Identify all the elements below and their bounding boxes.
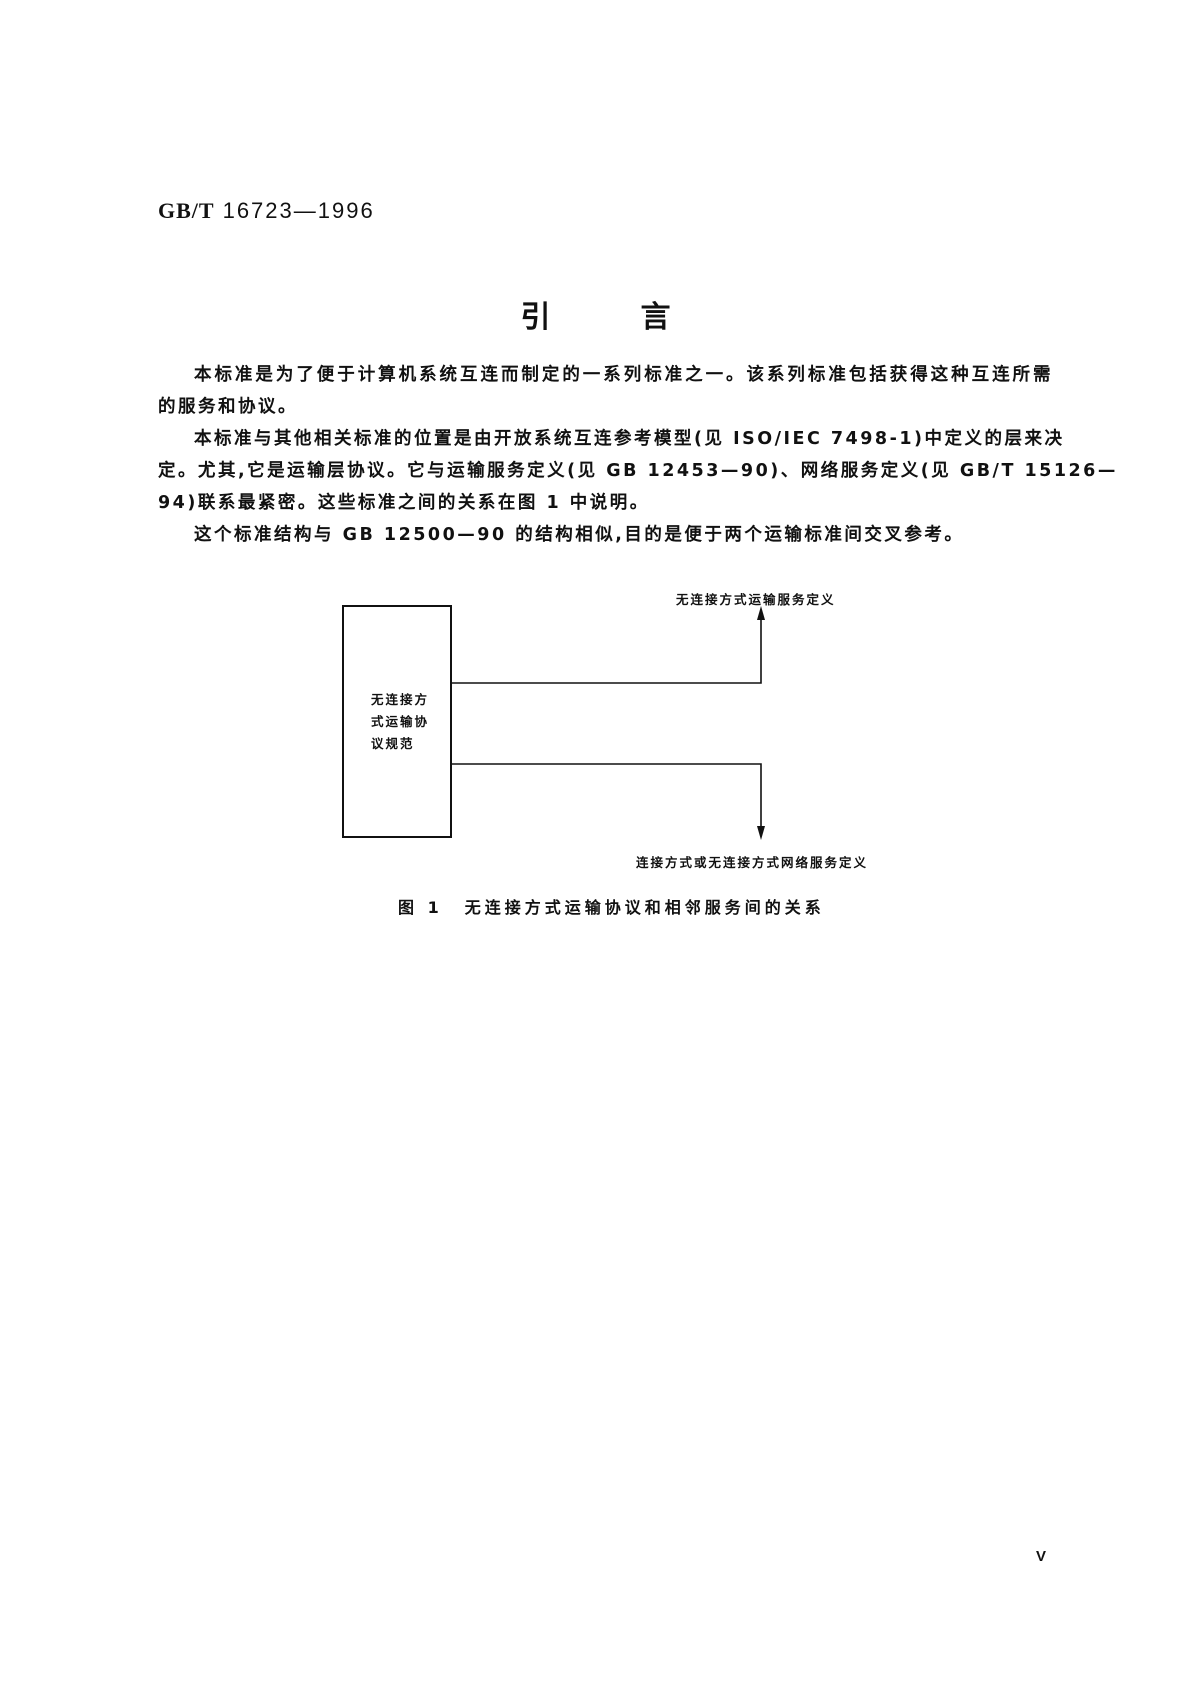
lower-connector-line <box>452 763 762 830</box>
arrow-up-icon <box>757 606 765 620</box>
box-label-line: 议规范 <box>371 736 415 751</box>
box-label-line: 无连接方 <box>371 692 430 707</box>
paragraph-line: 本标准与其他相关标准的位置是由开放系统互连参考模型(见 ISO/IEC 7498… <box>194 429 1065 449</box>
paragraph-line: 本标准是为了便于计算机系统互连而制定的一系列标准之一。该系列标准包括获得这种互连… <box>194 365 1053 385</box>
standard-header: GB/T 16723—1996 <box>158 198 375 224</box>
standard-prefix: GB/T <box>158 198 215 223</box>
protocol-spec-box-label: 无连接方 式运输协 议规范 <box>371 689 441 755</box>
paragraph-line: 这个标准结构与 GB 12500—90 的结构相似,目的是便于两个运输标准间交叉… <box>194 525 965 545</box>
figure-caption-text: 无连接方式运输协议和相邻服务间的关系 <box>464 898 825 917</box>
page-title: 引 言 <box>520 300 671 335</box>
upper-connector-line <box>452 616 762 684</box>
standard-number: 16723—1996 <box>222 198 375 223</box>
paragraph-2: 本标准与其他相关标准的位置是由开放系统互连参考模型(见 ISO/IEC 7498… <box>158 423 1118 519</box>
protocol-spec-box: 无连接方 式运输协 议规范 <box>342 605 452 838</box>
lower-service-label: 连接方式或无连接方式网络服务定义 <box>636 855 869 870</box>
paragraph-1: 本标准是为了便于计算机系统互连而制定的一系列标准之一。该系列标准包括获得这种互连… <box>158 359 1053 423</box>
figure-caption: 图 1 无连接方式运输协议和相邻服务间的关系 <box>398 894 825 918</box>
paragraph-line: 的服务和协议。 <box>158 397 298 417</box>
upper-service-label: 无连接方式运输服务定义 <box>676 592 836 607</box>
paragraph-line: 94)联系最紧密。这些标准之间的关系在图 1 中说明。 <box>158 493 650 513</box>
page-number: V <box>1036 1548 1047 1565</box>
paragraph-line: 定。尤其,它是运输层协议。它与运输服务定义(见 GB 12453—90)、网络服… <box>158 461 1118 481</box>
figure-caption-number: 图 1 <box>398 898 443 917</box>
box-label-line: 式运输协 <box>371 714 430 729</box>
arrow-down-icon <box>757 826 765 840</box>
figure-connector-lines <box>452 606 765 840</box>
paragraph-3: 这个标准结构与 GB 12500—90 的结构相似,目的是便于两个运输标准间交叉… <box>158 519 1053 551</box>
